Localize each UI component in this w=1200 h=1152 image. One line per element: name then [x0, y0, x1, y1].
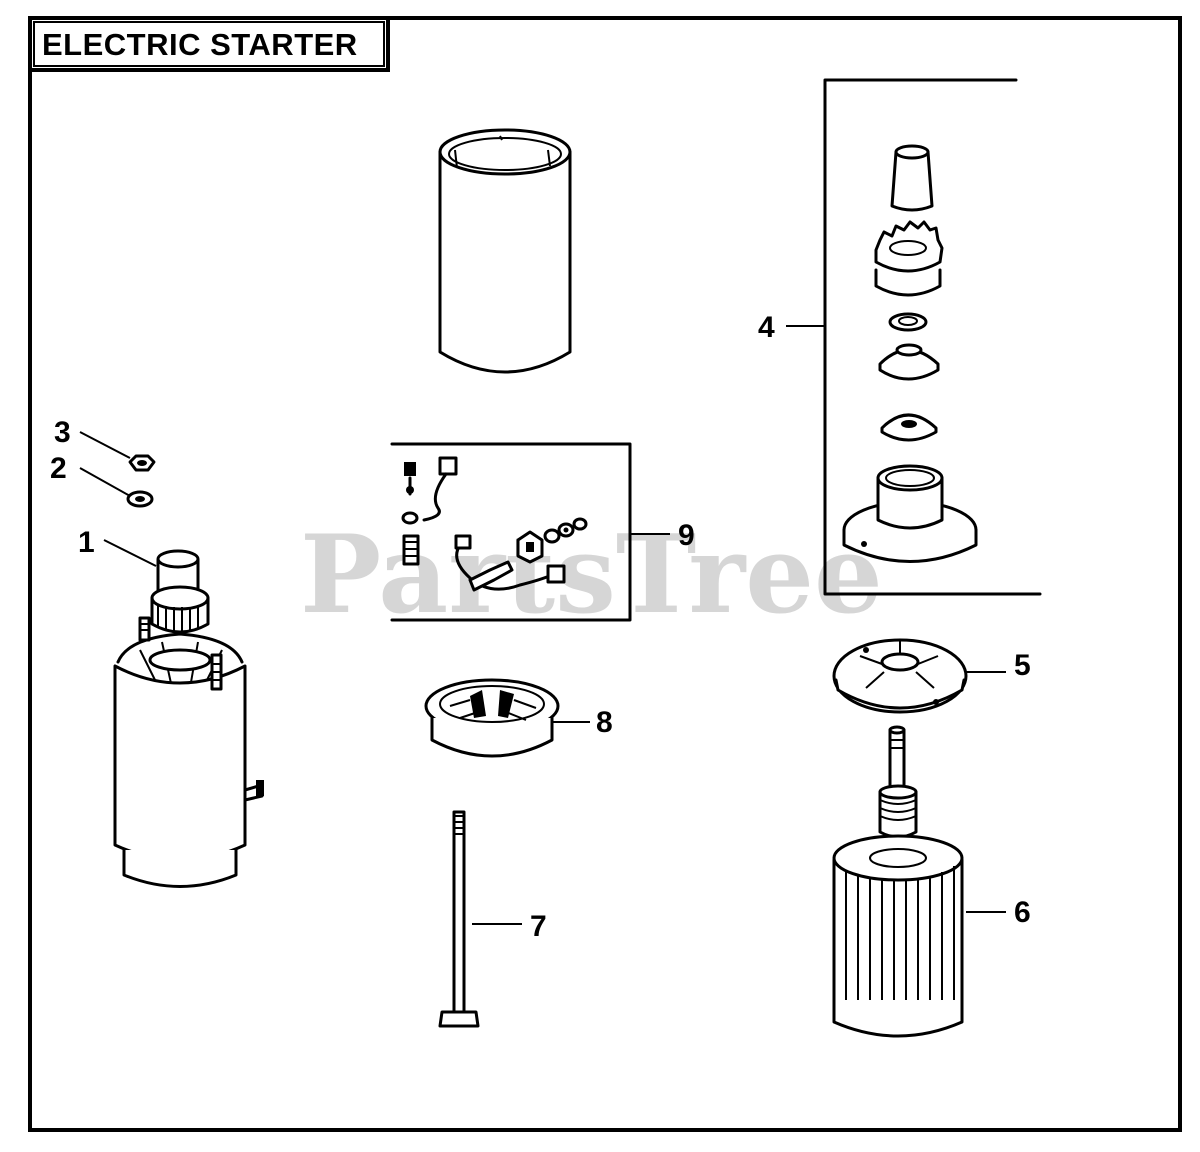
- diagram-frame: [28, 16, 1182, 1132]
- callout-7: 7: [530, 910, 547, 943]
- watermark: PartsTree: [300, 512, 883, 638]
- drive-end-cap-part: [832, 638, 968, 714]
- washer-part: [126, 490, 154, 508]
- leader-lines: [79, 325, 1006, 925]
- title-box: ELECTRIC STARTER: [28, 16, 390, 72]
- drive-kit-part: [823, 78, 1042, 596]
- diagram-title: ELECTRIC STARTER: [42, 27, 358, 62]
- callout-9: 9: [678, 519, 695, 552]
- starter-motor-part: [113, 549, 264, 888]
- callout-8: 8: [596, 706, 613, 739]
- through-bolt-part: [438, 810, 480, 1028]
- callout-1: 1: [78, 526, 95, 559]
- callout-2: 2: [50, 452, 67, 485]
- nut-part: [128, 454, 156, 472]
- armature-part: [832, 725, 964, 1038]
- frame-housing-part: [438, 128, 572, 374]
- callout-6: 6: [1014, 896, 1031, 929]
- end-plate-part: [424, 678, 560, 758]
- callout-4: 4: [758, 311, 775, 344]
- callout-3: 3: [54, 416, 71, 449]
- brush-kit-part: [390, 442, 632, 622]
- callout-5: 5: [1014, 649, 1031, 682]
